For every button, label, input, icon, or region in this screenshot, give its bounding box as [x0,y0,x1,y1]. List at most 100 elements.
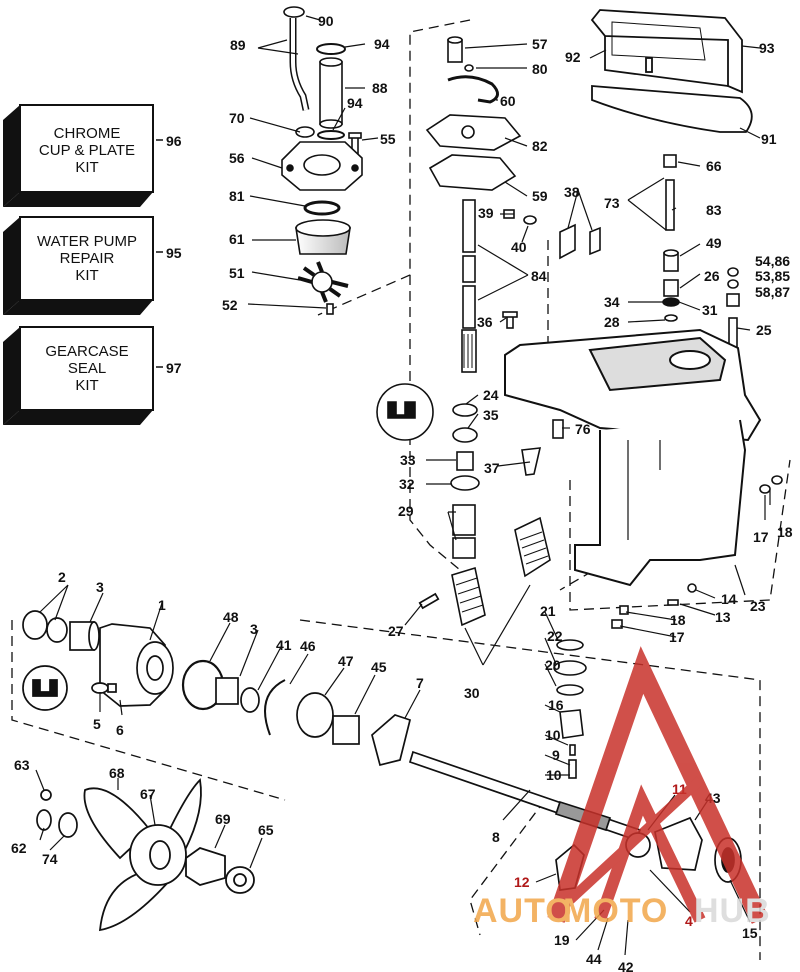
callout-number: 92 [565,49,581,65]
callout-number: 94 [347,95,363,111]
callout-number: 36 [477,314,493,330]
callout-number: 84 [531,268,547,284]
callout-number: 66 [706,158,722,174]
callout-number: 70 [229,110,245,126]
callout-number: 60 [500,93,516,109]
callout-number: 3 [96,579,104,595]
callout-number: 57 [532,36,548,52]
callout-number: 51 [229,265,245,281]
callout-number: 93 [759,40,775,56]
callout-number: 12 [514,874,530,890]
kit-label-line: CUP & PLATE [39,142,135,159]
callout-number: 2 [58,569,66,585]
callout-number: 61 [229,231,245,247]
kit-number: 95 [166,245,182,261]
callout-number: 38 [564,184,580,200]
callout-number: 33 [400,452,416,468]
callout-number: 5 [93,716,101,732]
callout-number: 88 [372,80,388,96]
kit-label-line: WATER PUMP [37,233,137,250]
callout-number: 76 [575,421,591,437]
callout-number: 28 [604,314,620,330]
callout-number: 91 [761,131,777,147]
callout-number: 89 [230,37,246,53]
bearing-stack [376,383,564,559]
kit-label-line: CHROME [54,125,121,142]
callout-number: 73 [604,195,620,211]
callout-number: 16 [548,697,564,713]
right-column-parts [559,154,740,361]
callout-number: 48 [223,609,239,625]
callout-number: 35 [483,407,499,423]
callout-number: 69 [215,811,231,827]
callout-number: 58,87 [755,284,790,300]
callout-number: 15 [742,925,758,941]
callout-number: 24 [483,387,499,403]
callout-number: 94 [374,36,390,52]
kit-label-line: KIT [75,377,98,394]
kit-label-line: KIT [75,267,98,284]
callout-number: 27 [388,623,404,639]
callout-number: 18 [777,524,793,540]
callout-number: 49 [706,235,722,251]
callout-number: 65 [258,822,274,838]
callout-number: 44 [586,951,602,967]
callout-number: 9 [552,747,560,763]
callout-number: 37 [484,460,500,476]
kit-number: 96 [166,133,182,149]
callout-number: 40 [511,239,527,255]
callout-number: 29 [398,503,414,519]
kit-number: 97 [166,360,182,376]
callout-number: 67 [140,786,156,802]
driveshaft-parts [425,36,537,373]
callout-number: 3 [250,621,258,637]
callout-number: 59 [532,188,548,204]
callout-number: 26 [704,268,720,284]
watermark-logo: AUTO MOTO HUB [473,646,771,930]
callout-number: 14 [721,591,737,607]
watermark-text-hub: HUB [694,892,771,930]
callout-number: 13 [715,609,731,625]
callout-number: 23 [750,598,766,614]
callout-number: 7 [416,675,424,691]
kit-label-line: SEAL [68,360,106,377]
callout-number: 81 [229,188,245,204]
kit-box-water-pump: WATER PUMP REPAIR KIT 95 [3,216,182,315]
callout-number: 4 [685,913,693,929]
callout-number: 80 [532,61,548,77]
kit-box-chrome: CHROME CUP & PLATE KIT 96 [3,104,182,207]
callout-number: 47 [338,653,354,669]
watermark-text-moto: MOTO [563,892,668,930]
kit-label-line: KIT [75,159,98,176]
callout-number: 1 [158,597,166,613]
watermark-text-auto: AUTO [473,892,573,930]
water-screens [451,516,551,627]
gearcase-housing [504,328,762,587]
callout-number: 18 [670,612,686,628]
callout-number: 46 [300,638,316,654]
callout-number: 63 [14,757,30,773]
callout-number: 10 [545,727,561,743]
callout-number: 30 [464,685,480,701]
bearing-housing [22,592,440,767]
callout-number: 21 [540,603,556,619]
callout-number: 17 [753,529,769,545]
callout-number: 45 [371,659,387,675]
callout-number: 31 [702,302,718,318]
cover-parts [590,9,753,133]
callout-number: 19 [554,932,570,948]
kit-label-line: REPAIR [60,250,115,267]
callout-number: 17 [669,629,685,645]
callout-number: 41 [276,637,292,653]
callout-number: 20 [545,657,561,673]
callout-number: 82 [532,138,548,154]
kit-label-line: GEARCASE [45,343,128,360]
callout-number: 25 [756,322,772,338]
callout-number: 8 [492,829,500,845]
callout-number: 53,85 [755,268,790,284]
callout-number: 39 [478,205,494,221]
callout-number: 62 [11,840,27,856]
callout-number: 54,86 [755,253,790,269]
